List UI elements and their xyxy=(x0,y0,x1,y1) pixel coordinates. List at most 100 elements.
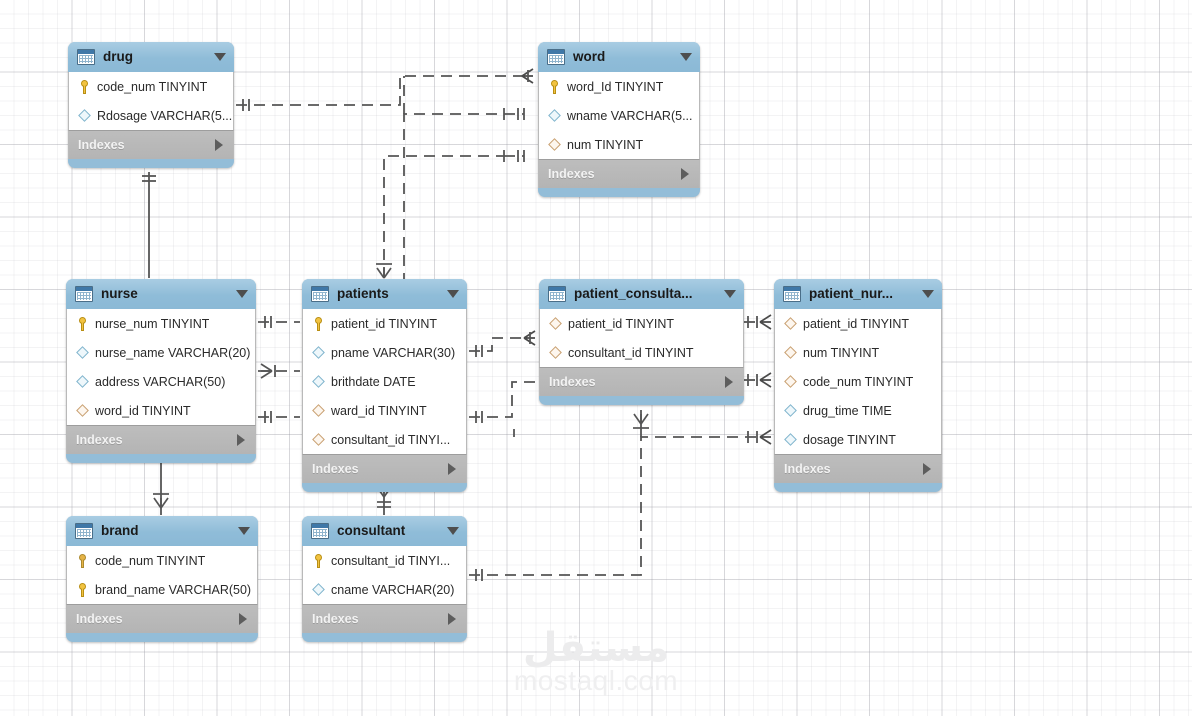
chevron-right-icon[interactable] xyxy=(923,463,931,475)
table-icon xyxy=(548,286,566,302)
indexes-section-patient_consultant[interactable]: Indexes xyxy=(539,367,744,396)
column-row[interactable]: pname VARCHAR(30) xyxy=(303,338,466,367)
chevron-right-icon[interactable] xyxy=(237,434,245,446)
chevron-right-icon[interactable] xyxy=(681,168,689,180)
column-label: dosage TINYINT xyxy=(803,432,896,447)
indexes-section-brand[interactable]: Indexes xyxy=(66,604,258,633)
table-icon xyxy=(77,49,95,65)
primary-key-icon xyxy=(75,582,91,598)
column-row[interactable]: wname VARCHAR(5... xyxy=(539,101,699,130)
foreign-key-diamond-icon xyxy=(548,316,564,332)
column-row[interactable]: nurse_name VARCHAR(20) xyxy=(67,338,255,367)
chevron-down-icon[interactable] xyxy=(447,290,459,298)
chevron-right-icon[interactable] xyxy=(448,463,456,475)
column-diamond-icon xyxy=(311,374,327,390)
column-row[interactable]: cname VARCHAR(20) xyxy=(303,575,466,604)
column-row[interactable]: patient_id TINYINT xyxy=(540,309,743,338)
primary-key-icon xyxy=(547,79,563,95)
column-row[interactable]: ward_id TINYINT xyxy=(303,396,466,425)
indexes-section-consultant[interactable]: Indexes xyxy=(302,604,467,633)
table-figure-consultant[interactable]: consultant consultant_id TINYI... cname VA… xyxy=(302,516,467,642)
column-label: brithdate DATE xyxy=(331,374,416,389)
table-figure-patient_nurse[interactable]: patient_nur... patient_id TINYINT num TINY… xyxy=(774,279,942,492)
column-row[interactable]: code_num TINYINT xyxy=(775,367,941,396)
table-title: nurse xyxy=(101,286,138,301)
column-diamond-icon xyxy=(311,582,327,598)
chevron-right-icon[interactable] xyxy=(448,613,456,625)
chevron-right-icon[interactable] xyxy=(725,376,733,388)
column-row[interactable]: patient_id TINYINT xyxy=(775,309,941,338)
chevron-down-icon[interactable] xyxy=(214,53,226,61)
indexes-section-patient_nurse[interactable]: Indexes xyxy=(774,454,942,483)
chevron-down-icon[interactable] xyxy=(447,527,459,535)
column-diamond-icon xyxy=(547,108,563,124)
column-diamond-icon xyxy=(77,108,93,124)
column-row[interactable]: address VARCHAR(50) xyxy=(67,367,255,396)
column-row[interactable]: brithdate DATE xyxy=(303,367,466,396)
column-diamond-icon xyxy=(783,432,799,448)
table-header-consultant[interactable]: consultant xyxy=(302,516,467,546)
column-diamond-icon xyxy=(75,345,91,361)
chevron-down-icon[interactable] xyxy=(724,290,736,298)
indexes-label: Indexes xyxy=(312,462,359,476)
column-label: cname VARCHAR(20) xyxy=(331,582,455,597)
indexes-section-word[interactable]: Indexes xyxy=(538,159,700,188)
table-header-nurse[interactable]: nurse xyxy=(66,279,256,309)
column-row[interactable]: nurse_num TINYINT xyxy=(67,309,255,338)
indexes-label: Indexes xyxy=(784,462,831,476)
column-row[interactable]: dosage TINYINT xyxy=(775,425,941,454)
column-row[interactable]: num TINYINT xyxy=(539,130,699,159)
column-label: address VARCHAR(50) xyxy=(95,374,226,389)
column-row[interactable]: Rdosage VARCHAR(5... xyxy=(69,101,233,130)
column-row[interactable]: drug_time TIME xyxy=(775,396,941,425)
table-header-patient_consultant[interactable]: patient_consulta... xyxy=(539,279,744,309)
indexes-label: Indexes xyxy=(312,612,359,626)
table-figure-drug[interactable]: drug code_num TINYINT Rdosage VARCHAR(5...… xyxy=(68,42,234,168)
chevron-down-icon[interactable] xyxy=(922,290,934,298)
column-label: code_num TINYINT xyxy=(97,79,208,94)
chevron-down-icon[interactable] xyxy=(236,290,248,298)
column-row[interactable]: code_num TINYINT xyxy=(69,72,233,101)
table-header-drug[interactable]: drug xyxy=(68,42,234,72)
foreign-key-diamond-icon xyxy=(311,403,327,419)
table-title: word xyxy=(573,49,606,64)
indexes-section-drug[interactable]: Indexes xyxy=(68,130,234,159)
column-label: num TINYINT xyxy=(803,345,880,360)
table-header-patient_nurse[interactable]: patient_nur... xyxy=(774,279,942,309)
table-header-brand[interactable]: brand xyxy=(66,516,258,546)
column-row[interactable]: patient_id TINYINT xyxy=(303,309,466,338)
chevron-down-icon[interactable] xyxy=(238,527,250,535)
column-label: pname VARCHAR(30) xyxy=(331,345,456,360)
column-row[interactable]: word_Id TINYINT xyxy=(539,72,699,101)
column-row[interactable]: code_num TINYINT xyxy=(67,546,257,575)
table-header-word[interactable]: word xyxy=(538,42,700,72)
indexes-label: Indexes xyxy=(78,138,125,152)
indexes-section-nurse[interactable]: Indexes xyxy=(66,425,256,454)
chevron-down-icon[interactable] xyxy=(680,53,692,61)
column-label: consultant_id TINYI... xyxy=(331,553,451,568)
rel-drug-word xyxy=(236,75,524,106)
column-label: drug_time TIME xyxy=(803,403,892,418)
table-title: patient_nur... xyxy=(809,286,894,301)
column-row[interactable]: word_id TINYINT xyxy=(67,396,255,425)
column-row[interactable]: brand_name VARCHAR(50) xyxy=(67,575,257,604)
column-row[interactable]: num TINYINT xyxy=(775,338,941,367)
column-label: Rdosage VARCHAR(5... xyxy=(97,108,233,123)
indexes-section-patients[interactable]: Indexes xyxy=(302,454,467,483)
table-title: consultant xyxy=(337,523,406,538)
column-label: ward_id TINYINT xyxy=(331,403,427,418)
table-header-patients[interactable]: patients xyxy=(302,279,467,309)
chevron-right-icon[interactable] xyxy=(215,139,223,151)
column-row[interactable]: consultant_id TINYINT xyxy=(540,338,743,367)
column-row[interactable]: consultant_id TINYI... xyxy=(303,546,466,575)
column-row[interactable]: consultant_id TINYI... xyxy=(303,425,466,454)
chevron-right-icon[interactable] xyxy=(239,613,247,625)
